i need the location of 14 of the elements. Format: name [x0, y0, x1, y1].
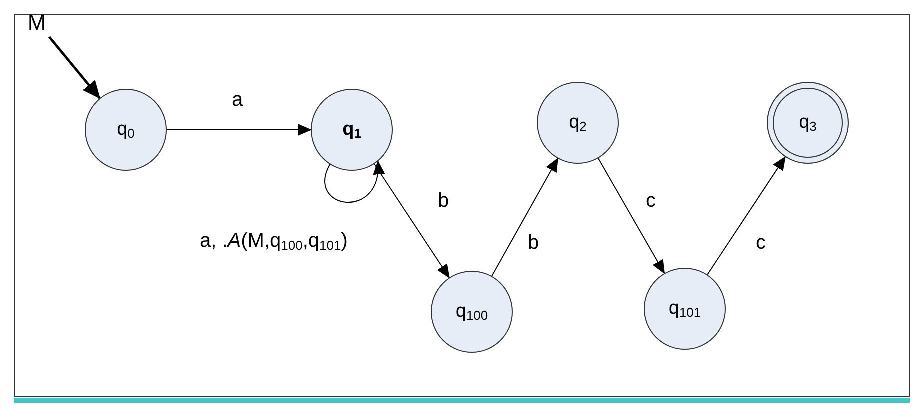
self-loop-arrow — [324, 160, 384, 203]
initial-arrow — [48, 36, 101, 100]
transition-arrow — [374, 164, 450, 279]
edge-label: a, .A(M,q$_{100}$,q$_{101}$) — [200, 229, 348, 256]
edge-label: b — [438, 189, 450, 214]
transition-arrow — [492, 158, 558, 277]
edge-label: c — [756, 231, 766, 256]
start-label: M — [26, 10, 48, 34]
edge-label: c — [646, 189, 656, 214]
edge-label: b — [528, 231, 540, 256]
transition-arrow — [707, 156, 786, 276]
edge-label: a — [232, 88, 244, 113]
transition-arrow — [598, 158, 666, 274]
transition-arrow — [166, 124, 312, 136]
